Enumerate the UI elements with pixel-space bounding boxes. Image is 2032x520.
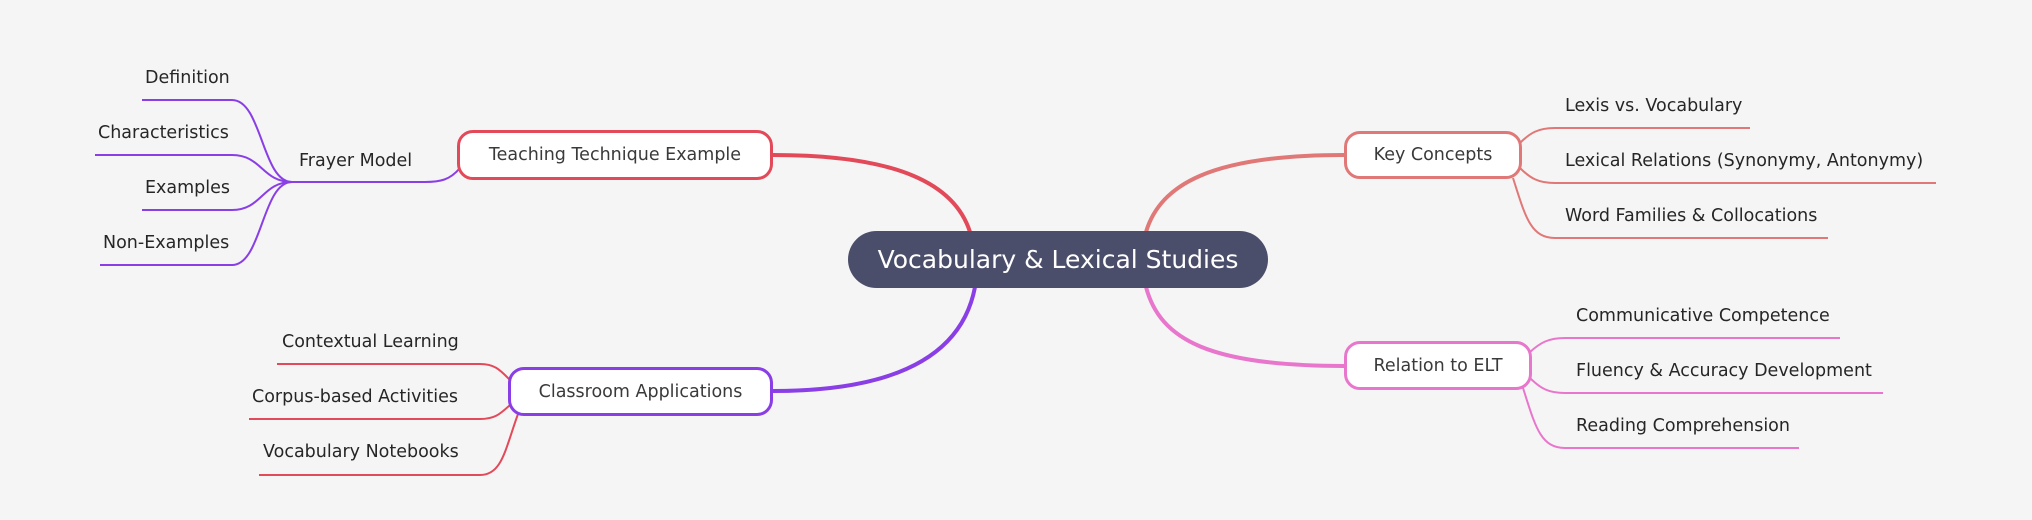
- link-key-families: [1512, 177, 1828, 239]
- leaf-label: Communicative Competence: [1576, 306, 1830, 326]
- leaf-communicative-competence[interactable]: Communicative Competence: [1576, 303, 1830, 329]
- link-key-relations: [1519, 167, 1936, 184]
- subnode-frayer-label: Frayer Model: [299, 151, 413, 171]
- link-elt-communicative: [1529, 337, 1840, 353]
- leaf-vocabulary-notebooks[interactable]: Vocabulary Notebooks: [263, 439, 459, 465]
- leaf-characteristics[interactable]: Characteristics: [98, 120, 229, 146]
- link-root-key-concepts: [1144, 153, 1345, 233]
- leaf-label: Reading Comprehension: [1576, 416, 1790, 436]
- link-frayer-definition: [142, 99, 293, 183]
- branch-label-teaching: Teaching Technique Example: [488, 145, 742, 165]
- leaf-examples[interactable]: Examples: [145, 175, 230, 201]
- link-classroom-corpus: [249, 404, 511, 420]
- leaf-non-examples[interactable]: Non-Examples: [103, 230, 229, 256]
- link-root-classroom: [772, 286, 977, 393]
- root-node[interactable]: Vocabulary & Lexical Studies: [848, 231, 1268, 288]
- branch-label-key-concepts: Key Concepts: [1373, 145, 1493, 165]
- link-root-teaching: [772, 153, 972, 233]
- leaf-label: Characteristics: [98, 123, 229, 143]
- branch-node-key-concepts[interactable]: Key Concepts: [1344, 131, 1522, 179]
- leaf-label: Non-Examples: [103, 233, 230, 253]
- leaf-lexical-relations[interactable]: Lexical Relations (Synonymy, Antonymy): [1565, 148, 1923, 174]
- link-classroom-notebooks: [259, 413, 519, 476]
- link-classroom-contextual: [277, 363, 511, 381]
- branch-node-teaching[interactable]: Teaching Technique Example: [457, 130, 773, 180]
- leaf-label: Vocabulary Notebooks: [263, 442, 459, 462]
- leaf-label: Contextual Learning: [282, 332, 459, 352]
- leaf-label: Examples: [145, 178, 231, 198]
- link-key-lexis: [1519, 127, 1750, 144]
- leaf-corpus-based-activities[interactable]: Corpus-based Activities: [252, 384, 458, 410]
- leaf-label: Lexical Relations (Synonymy, Antonymy): [1565, 151, 1924, 171]
- subnode-frayer-model[interactable]: Frayer Model: [299, 148, 412, 174]
- leaf-label: Fluency & Accuracy Development: [1576, 361, 1872, 381]
- link-root-relation-elt: [1144, 286, 1345, 368]
- branch-label-classroom: Classroom Applications: [538, 381, 743, 402]
- leaf-word-families-collocations[interactable]: Word Families & Collocations: [1565, 203, 1817, 229]
- link-teaching-frayer: [292, 167, 461, 183]
- branch-label-relation-elt: Relation to ELT: [1373, 355, 1503, 376]
- leaf-label: Lexis vs. Vocabulary: [1565, 96, 1743, 116]
- leaf-fluency-accuracy[interactable]: Fluency & Accuracy Development: [1576, 358, 1872, 384]
- leaf-label: Corpus-based Activities: [252, 387, 458, 407]
- root-node-label: Vocabulary & Lexical Studies: [877, 245, 1239, 274]
- branch-node-relation-elt[interactable]: Relation to ELT: [1344, 341, 1532, 390]
- leaf-label: Word Families & Collocations: [1565, 206, 1818, 226]
- link-elt-reading: [1522, 387, 1799, 449]
- link-elt-fluency: [1529, 377, 1883, 394]
- branch-node-classroom[interactable]: Classroom Applications: [508, 367, 773, 416]
- link-frayer-characteristics: [95, 154, 293, 183]
- leaf-contextual-learning[interactable]: Contextual Learning: [282, 329, 459, 355]
- leaf-definition[interactable]: Definition: [145, 65, 230, 91]
- leaf-reading-comprehension[interactable]: Reading Comprehension: [1576, 413, 1790, 439]
- leaf-label: Definition: [145, 68, 230, 88]
- link-frayer-examples: [142, 181, 293, 211]
- link-frayer-nonexamples: [100, 181, 293, 266]
- leaf-lexis-vs-vocabulary[interactable]: Lexis vs. Vocabulary: [1565, 93, 1742, 119]
